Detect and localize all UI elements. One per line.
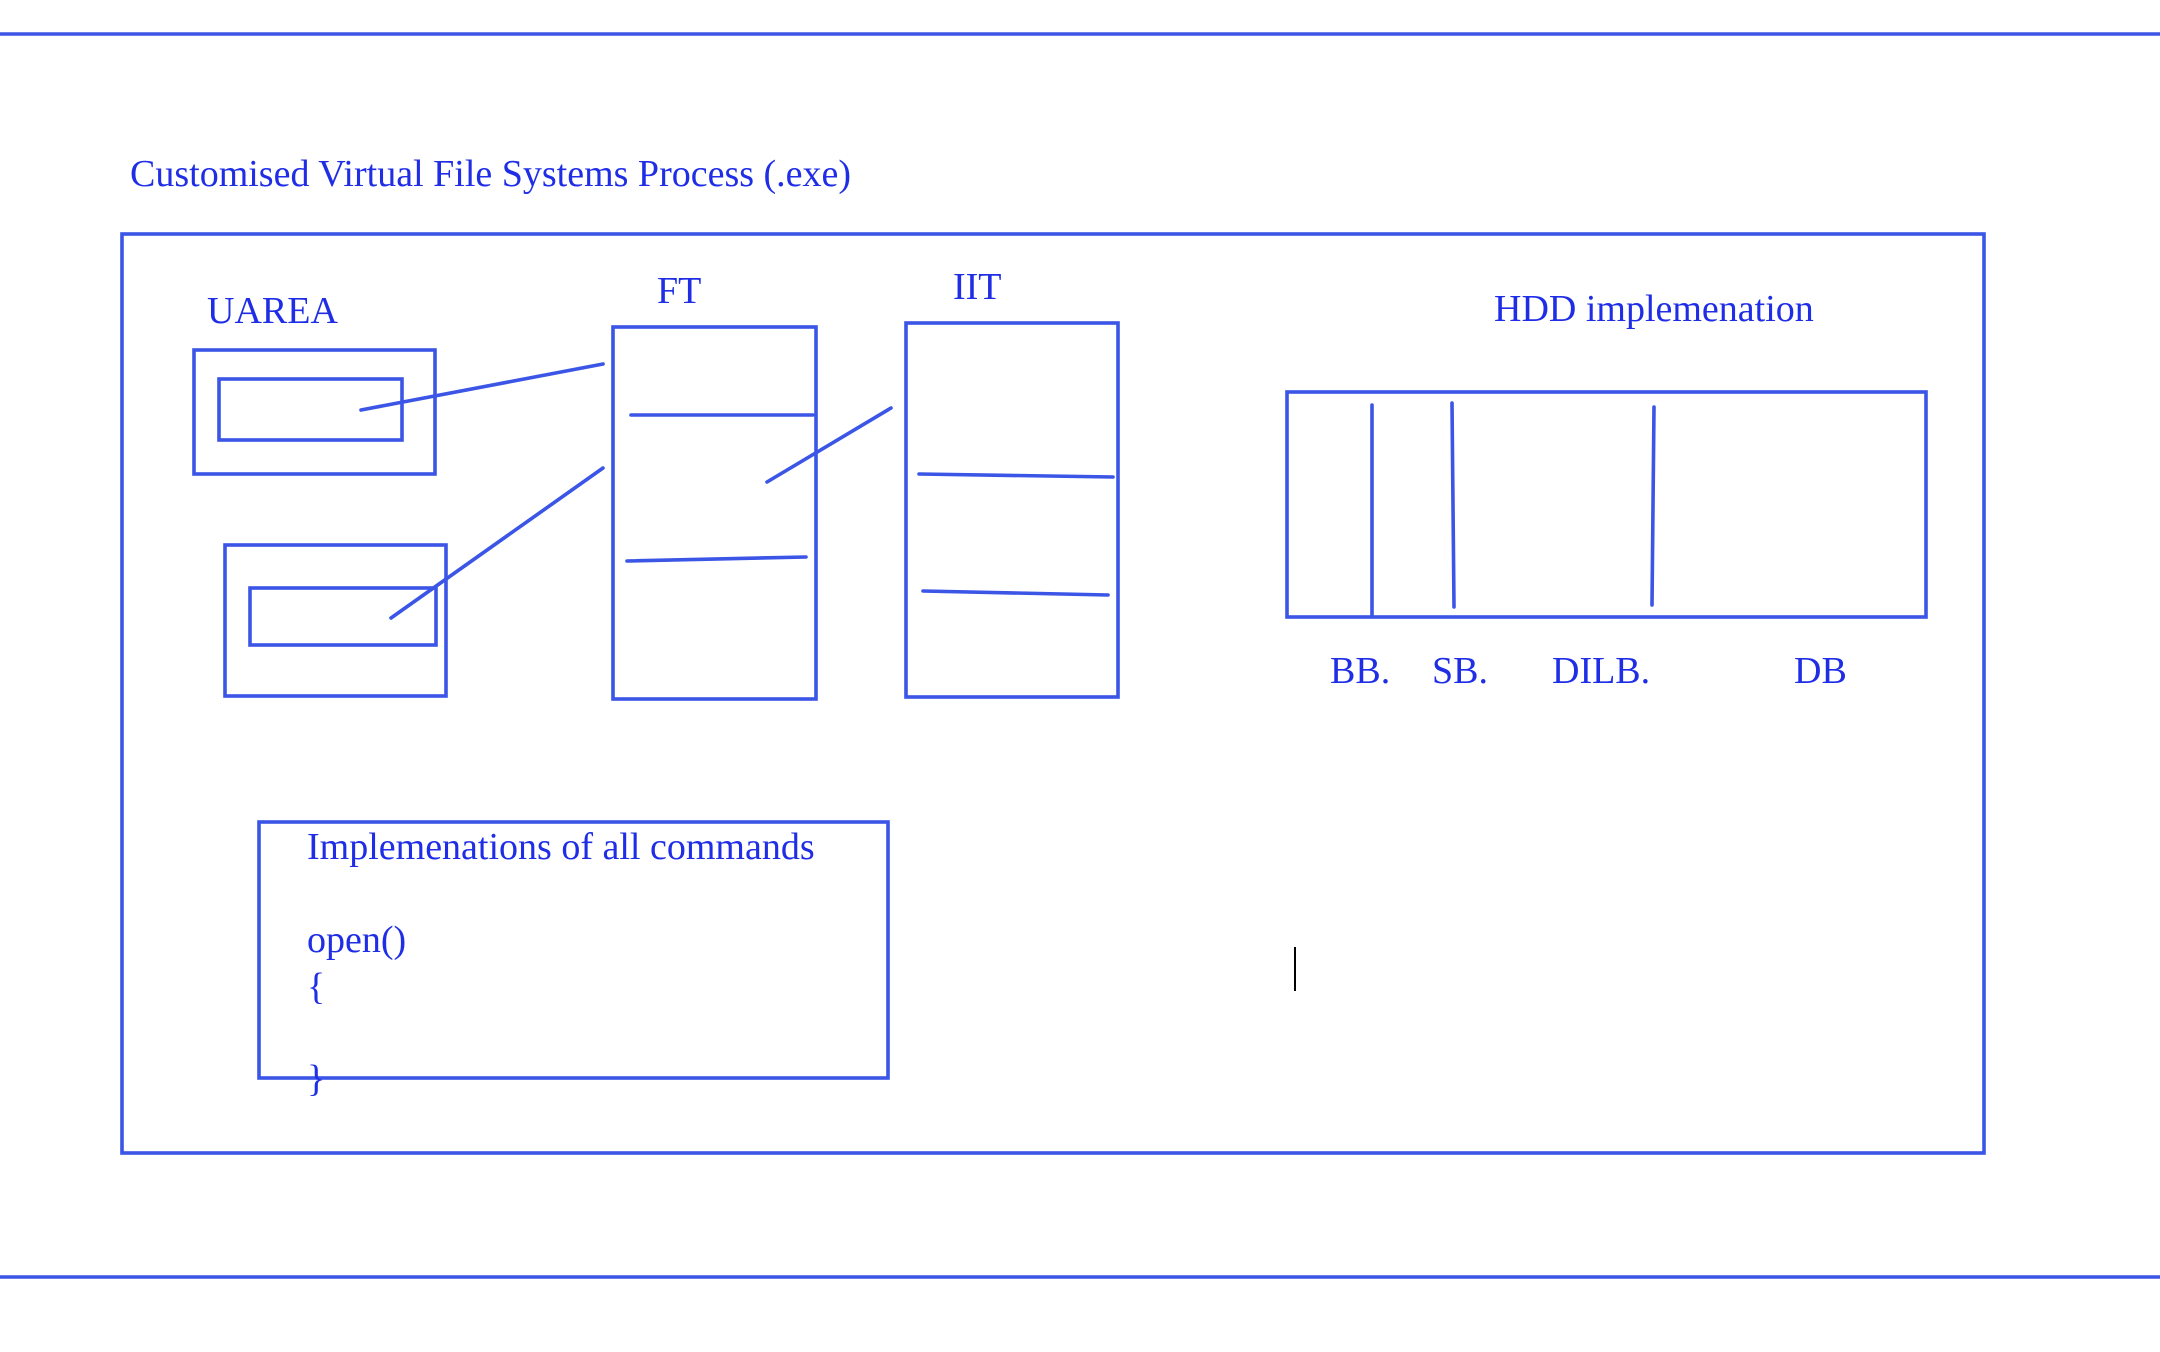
process-box xyxy=(120,232,1986,1155)
connector-uarea1-ft xyxy=(359,362,605,412)
iit-table xyxy=(904,321,1120,699)
uarea-entry-2-outer xyxy=(223,543,448,698)
uarea-entry-1-inner xyxy=(217,377,404,442)
ft-table xyxy=(611,325,818,701)
ft-label: FT xyxy=(657,270,701,312)
diagram-title: Customised Virtual File Systems Process … xyxy=(130,153,851,195)
uarea-label: UAREA xyxy=(207,290,338,332)
code-line-open-brace: { xyxy=(307,966,325,1008)
hdd-block-db: DB xyxy=(1794,650,1847,692)
hdd-divider-2 xyxy=(1450,401,1456,609)
connector-ft-iit xyxy=(765,406,893,484)
uarea-entry-1-outer xyxy=(192,348,437,476)
uarea-entry-2-inner xyxy=(248,586,438,647)
code-line-open: open() xyxy=(307,919,406,961)
hdd-block-sb: SB. xyxy=(1432,650,1488,692)
hdd-box xyxy=(1285,390,1928,619)
hdd-divider-3 xyxy=(1650,405,1656,607)
iit-label: IIT xyxy=(953,266,1002,308)
commands-heading: Implemenations of all commands xyxy=(307,826,815,868)
hdd-block-bb: BB. xyxy=(1330,650,1390,692)
iit-row-divider-1 xyxy=(917,472,1115,479)
code-line-close-brace: } xyxy=(307,1058,325,1100)
ft-row-divider-2 xyxy=(625,555,808,563)
iit-row-divider-2 xyxy=(921,589,1110,597)
connector-uarea2-ft xyxy=(389,466,605,620)
commands-box xyxy=(257,820,890,1080)
hdd-label: HDD implemenation xyxy=(1494,288,1814,330)
hdd-block-dilb: DILB. xyxy=(1552,650,1650,692)
